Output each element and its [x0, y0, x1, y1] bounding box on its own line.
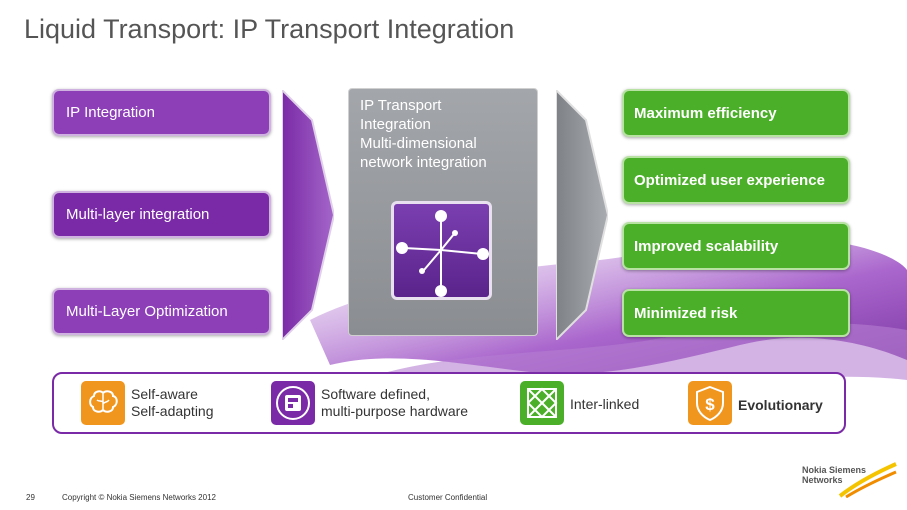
optimized-user-experience-box: Optimized user experience: [622, 156, 850, 204]
improved-scalability-label: Improved scalability: [634, 237, 779, 255]
center-subtitle-line2: network integration: [360, 154, 487, 171]
feature-evolutionary-line1: Evolutionary: [738, 397, 823, 413]
feature-self-aware-line2: Self-adapting: [131, 403, 214, 419]
company-logo: Nokia Siemens Networks: [800, 462, 900, 502]
minimized-risk-label: Minimized risk: [634, 304, 738, 322]
multi-layer-integration-label: Multi-layer integration: [66, 206, 210, 223]
feature-software-defined-text: Software defined, multi-purpose hardware: [321, 386, 468, 420]
multi-layer-integration-box: Multi-layer integration: [52, 191, 271, 238]
logo-swoosh-icon: [838, 462, 897, 498]
logo-line1: Nokia Siemens: [802, 465, 867, 475]
copyright-text: Copyright © Nokia Siemens Networks 2012: [62, 493, 216, 502]
chip-icon: [271, 381, 315, 425]
brain-icon: [81, 381, 125, 425]
logo-line2: Networks: [802, 475, 843, 485]
left-chevron-arrow: [282, 90, 334, 340]
center-title-line2: Integration: [360, 116, 431, 133]
feature-self-aware-text: Self-aware Self-adapting: [131, 386, 214, 420]
feature-self-aware-line1: Self-aware: [131, 386, 198, 402]
svg-text:$: $: [705, 395, 715, 414]
ip-integration-box: IP Integration: [52, 89, 271, 136]
slide-title: Liquid Transport: IP Transport Integrati…: [24, 14, 515, 44]
multi-layer-optimization-label: Multi-Layer Optimization: [66, 303, 228, 320]
hub-icon: [391, 201, 492, 300]
maximum-efficiency-label: Maximum efficiency: [634, 104, 777, 122]
feature-inter-linked-line1: Inter-linked: [570, 396, 640, 412]
ip-integration-label: IP Integration: [66, 104, 155, 121]
network-hub-icon: [396, 210, 489, 297]
network-mesh-icon: [520, 381, 564, 425]
feature-inter-linked-text: Inter-linked: [570, 396, 639, 413]
center-text: IP Transport Integration Multi-dimension…: [360, 96, 530, 172]
confidential-text: Customer Confidential: [408, 493, 488, 502]
feature-software-defined-line2: multi-purpose hardware: [321, 403, 469, 419]
optimized-user-experience-label: Optimized user experience: [634, 171, 825, 189]
center-title-line1: IP Transport: [360, 97, 442, 114]
dollar-shield-icon: $: [688, 381, 732, 425]
feature-evolutionary-text: Evolutionary: [738, 397, 823, 414]
maximum-efficiency-box: Maximum efficiency: [622, 89, 850, 137]
right-chevron-arrow: [556, 90, 608, 340]
page-number: 29: [26, 493, 35, 502]
minimized-risk-box: Minimized risk: [622, 289, 850, 337]
multi-layer-optimization-box: Multi-Layer Optimization: [52, 288, 271, 335]
improved-scalability-box: Improved scalability: [622, 222, 850, 270]
center-subtitle-line1: Multi-dimensional: [360, 135, 477, 152]
feature-software-defined-line1: Software defined,: [321, 386, 430, 402]
